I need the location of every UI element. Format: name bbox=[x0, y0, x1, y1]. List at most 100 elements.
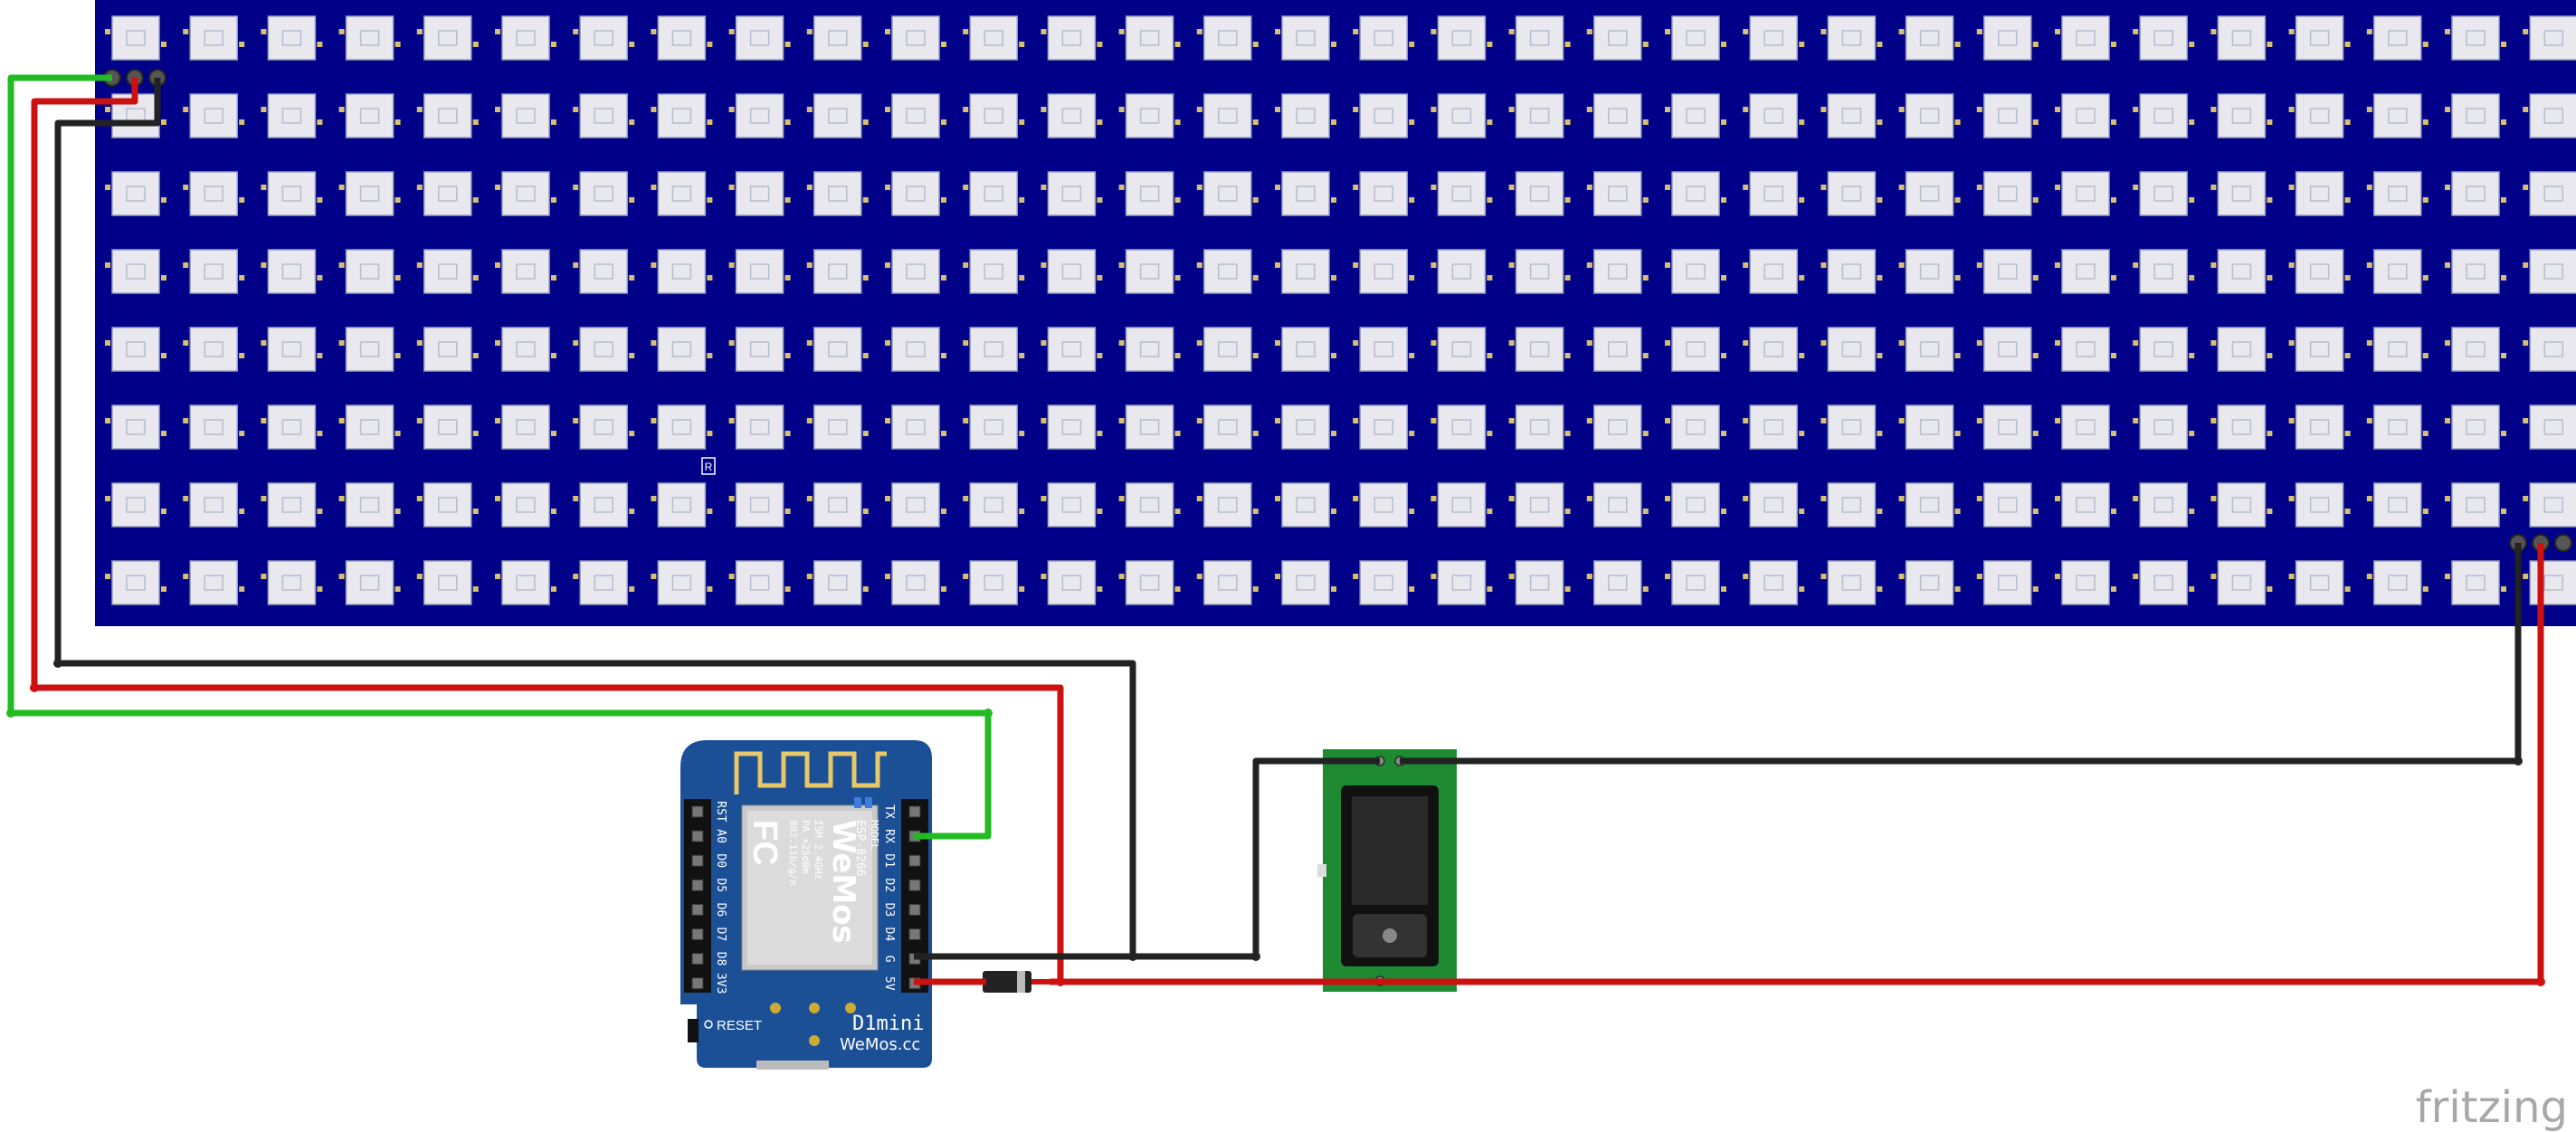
led-pad bbox=[2133, 574, 2139, 579]
reset-button-icon bbox=[704, 1020, 713, 1029]
led-die bbox=[984, 419, 1003, 435]
led-pad bbox=[1564, 275, 1571, 281]
led-pad bbox=[941, 509, 946, 514]
led-pad bbox=[1409, 119, 1415, 125]
led-pixel bbox=[2529, 15, 2576, 61]
led-pad bbox=[416, 29, 423, 34]
led-pixel bbox=[1281, 15, 1330, 61]
header-pin-d4[interactable] bbox=[908, 928, 921, 940]
led-die bbox=[1529, 575, 1550, 591]
header-pin-3v3[interactable] bbox=[691, 977, 704, 990]
led-die bbox=[281, 497, 302, 513]
header-pin-rst[interactable] bbox=[691, 805, 704, 818]
led-die bbox=[1451, 263, 1472, 280]
led-pixel bbox=[423, 327, 472, 372]
led-pad bbox=[1665, 107, 1670, 112]
wire-gnd-matrix[interactable] bbox=[54, 78, 1136, 956]
led-pad bbox=[472, 586, 479, 592]
led-die bbox=[1998, 185, 2018, 202]
led-die bbox=[1919, 419, 1940, 435]
led-pixel bbox=[579, 482, 628, 528]
reset-button[interactable] bbox=[688, 1019, 699, 1042]
led-die bbox=[438, 108, 458, 124]
led-pad bbox=[806, 574, 813, 579]
led-die bbox=[2309, 263, 2330, 280]
led-pad bbox=[1976, 418, 1982, 423]
led-pixel bbox=[501, 482, 550, 528]
led-pixel bbox=[1905, 171, 1954, 216]
led-pixel bbox=[1827, 171, 1877, 216]
led-pad bbox=[1409, 353, 1415, 358]
module-brand: WeMos bbox=[825, 820, 861, 944]
barrel-jack-pin bbox=[1383, 928, 1397, 943]
header-pin-d6[interactable] bbox=[691, 903, 704, 916]
header-pin-d8[interactable] bbox=[691, 953, 704, 966]
led-pixel bbox=[657, 560, 707, 605]
led-pixel bbox=[501, 327, 550, 372]
led-pad bbox=[2445, 418, 2450, 423]
header-pin-tx[interactable] bbox=[908, 805, 921, 818]
led-die bbox=[438, 497, 458, 513]
header-pin-d5[interactable] bbox=[691, 879, 704, 891]
led-pad bbox=[183, 29, 189, 34]
led-pixel bbox=[501, 249, 550, 294]
led-pixel bbox=[1515, 15, 1564, 61]
led-die bbox=[2466, 419, 2486, 435]
led-pixel bbox=[657, 327, 707, 372]
wire-gnd-d1[interactable] bbox=[914, 757, 1380, 960]
led-pad bbox=[2189, 353, 2195, 358]
led-die bbox=[671, 108, 692, 124]
led-pixel bbox=[1593, 93, 1642, 138]
led-die bbox=[2153, 497, 2173, 513]
led-pad bbox=[495, 107, 500, 112]
led-pixel bbox=[579, 327, 628, 372]
led-die bbox=[1296, 108, 1316, 124]
led-die bbox=[1686, 419, 1706, 435]
wire-5v-matrix[interactable] bbox=[31, 78, 1064, 982]
led-die bbox=[1529, 30, 1550, 46]
led-pad bbox=[2344, 275, 2351, 281]
led-pad bbox=[2422, 586, 2429, 592]
led-pad bbox=[161, 509, 166, 514]
led-pad bbox=[495, 418, 500, 423]
led-pad bbox=[161, 353, 166, 358]
led-die bbox=[2466, 263, 2486, 280]
led-pad bbox=[2523, 496, 2529, 501]
header-pin-d3[interactable] bbox=[908, 903, 921, 916]
led-pad bbox=[1097, 586, 1103, 592]
led-pad bbox=[1275, 107, 1280, 112]
led-pad bbox=[1743, 496, 1749, 501]
led-pad bbox=[1331, 586, 1336, 592]
header-pin-d1[interactable] bbox=[908, 854, 921, 867]
led-pad bbox=[1487, 197, 1493, 203]
led-pad bbox=[105, 262, 110, 268]
output-pad-dout[interactable] bbox=[2554, 534, 2572, 552]
led-pad bbox=[1041, 262, 1047, 268]
led-pixel bbox=[1749, 560, 1798, 605]
header-pin-d0[interactable] bbox=[691, 854, 704, 867]
wire-5v-rail[interactable] bbox=[1050, 543, 2544, 985]
led-die bbox=[828, 575, 848, 591]
led-pad bbox=[261, 574, 267, 579]
header-pin-a0[interactable] bbox=[691, 830, 704, 842]
led-die bbox=[1529, 341, 1550, 357]
led-pixel bbox=[1437, 482, 1487, 528]
usb-port[interactable] bbox=[756, 1061, 829, 1070]
led-pad bbox=[1642, 119, 1649, 125]
led-die bbox=[2231, 575, 2252, 591]
led-pad bbox=[2445, 29, 2450, 34]
led-pad bbox=[2288, 496, 2295, 501]
led-die bbox=[281, 108, 302, 124]
led-die bbox=[1374, 108, 1393, 124]
pin-label-d5: D5 bbox=[714, 878, 727, 892]
led-pixel bbox=[1125, 171, 1174, 216]
led-pad bbox=[1275, 340, 1280, 346]
led-pad bbox=[394, 431, 401, 436]
header-pin-d7[interactable] bbox=[691, 928, 704, 940]
led-pixel bbox=[1281, 327, 1330, 372]
header-pin-d2[interactable] bbox=[908, 879, 921, 891]
led-pad bbox=[317, 586, 323, 592]
led-pixel bbox=[189, 171, 238, 216]
wire-data[interactable] bbox=[7, 74, 992, 840]
led-die bbox=[1451, 341, 1472, 357]
